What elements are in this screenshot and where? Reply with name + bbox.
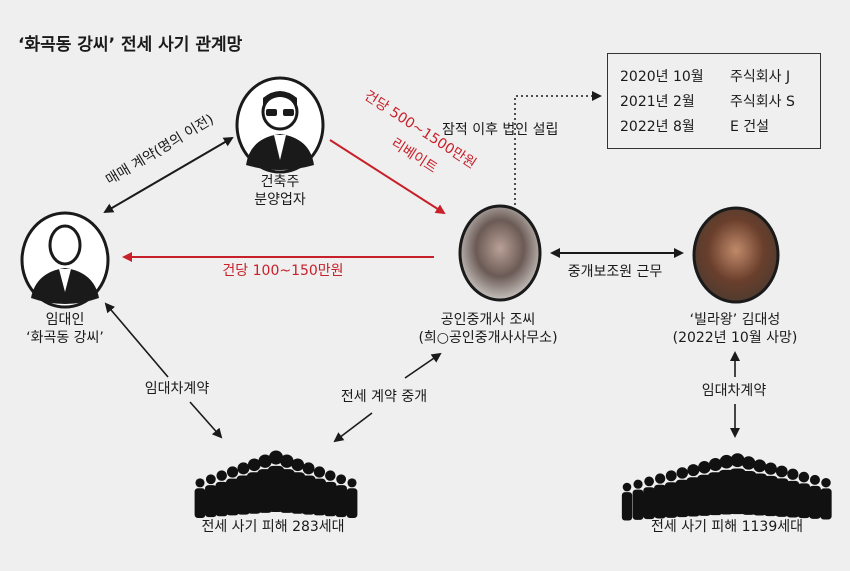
builder-sublabel: 분양업자 <box>254 192 306 208</box>
victims-crowd-right-icon <box>621 453 832 521</box>
builder-avatar-icon <box>235 76 325 174</box>
lease-right-label: 임대차계약 <box>701 383 767 399</box>
company-date: 2022년 8월 <box>620 119 695 135</box>
lease-left-label: 임대차계약 <box>144 381 210 397</box>
kim-label: ‘빌라왕’ 김대성 <box>689 312 781 328</box>
builder-label: 건축주 <box>260 174 300 190</box>
landlord-sublabel: ‘화곡동 강씨’ <box>26 330 104 346</box>
victims-left-label: 전세 사기 피해 283세대 <box>201 519 345 535</box>
fee-label: 건당 100~150만원 <box>222 263 344 279</box>
company-name: 주식회사 J <box>730 69 791 85</box>
company-date: 2020년 10월 <box>620 69 704 85</box>
kim-photo <box>692 206 780 304</box>
company-date: 2021년 2월 <box>620 94 695 110</box>
person-silhouette <box>621 482 633 521</box>
person-silhouette <box>335 474 347 518</box>
person-silhouette <box>763 462 779 517</box>
person-silhouette <box>301 462 316 515</box>
person-silhouette <box>774 465 789 517</box>
person-silhouette <box>686 464 701 517</box>
person-silhouette <box>820 477 832 520</box>
victims-crowd-left-icon <box>194 450 358 518</box>
person-silhouette <box>324 470 337 517</box>
incorporation-dotted-arrow <box>514 91 602 210</box>
landlord-label: 임대인 <box>45 312 85 328</box>
lease-left-arrow-top <box>104 302 169 378</box>
companies-box: 2020년 10월 주식회사 J 2021년 2월 주식회사 S 2022년 8월 E… <box>607 53 821 149</box>
person-silhouette <box>205 474 217 518</box>
person-silhouette <box>215 470 228 517</box>
person-silhouette <box>664 470 678 518</box>
rebate-arrow <box>329 139 446 215</box>
brokerage-arrow-bottom <box>333 412 373 443</box>
person-silhouette <box>797 471 811 519</box>
victims-right-label: 전세 사기 피해 1139세대 <box>650 519 804 535</box>
person-silhouette <box>675 467 690 518</box>
person-silhouette <box>225 466 240 516</box>
brokerage-label: 전세 계약 중개 <box>340 389 428 405</box>
person-silhouette <box>194 478 206 518</box>
person-silhouette <box>643 476 655 520</box>
company-name: 주식회사 S <box>730 94 795 110</box>
agent-sublabel: (희○공인중개사사무소) <box>418 330 558 346</box>
brokerage-arrow-top <box>404 352 442 379</box>
person-silhouette <box>312 466 327 516</box>
person-silhouette <box>808 474 821 519</box>
sale-arrow <box>103 136 234 214</box>
agent-label: 공인중개사 조씨 <box>440 312 536 328</box>
agent-photo <box>458 204 542 302</box>
lease-left-arrow-bottom <box>189 401 223 439</box>
person-silhouette <box>346 478 358 518</box>
person-silhouette <box>632 479 644 520</box>
assistant-label: 중개보조원 근무 <box>567 264 663 280</box>
page-title: ‘화곡동 강씨’ 전세 사기 관계망 <box>18 35 243 55</box>
kim-sublabel: (2022년 10월 사망) <box>672 330 798 346</box>
landlord-avatar-icon <box>20 211 110 309</box>
incorporation-label: 잠적 이후 법인 설립 <box>442 122 559 138</box>
company-name: E 건설 <box>730 119 770 135</box>
person-silhouette <box>786 468 800 518</box>
person-silhouette <box>654 473 667 519</box>
